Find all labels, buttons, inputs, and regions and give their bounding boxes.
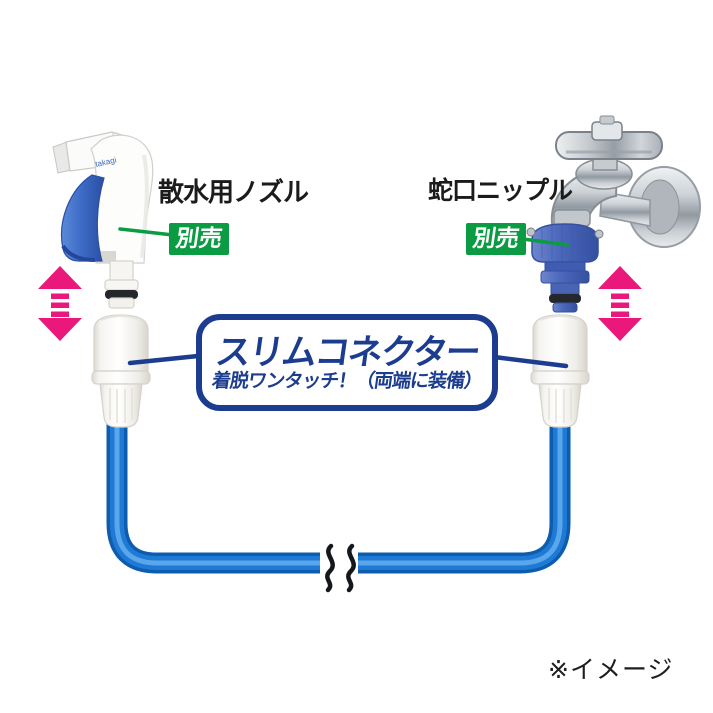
callout-box: スリムコネクター 着脱ワンタッチ！（両端に装備） — [196, 314, 498, 411]
hose-nipple-illustration — [526, 223, 604, 313]
sold-separately-tag-right-text: 別売 — [471, 225, 521, 251]
faucet-label: 蛇口ニップル — [428, 177, 573, 205]
faucet-illustration — [550, 115, 701, 248]
sold-separately-tag-left: 別売 — [169, 223, 229, 255]
slim-connector-right — [530, 314, 590, 428]
callout-pointer-right — [491, 354, 569, 369]
nozzle-quick-connect-plug — [104, 260, 139, 309]
callout-subtitle: 着脱ワンタッチ！（両端に装備） — [210, 370, 484, 392]
sold-separately-tag-left-text: 別売 — [174, 225, 224, 251]
tag-pointer-left — [118, 227, 175, 237]
detach-arrow-right-icon — [598, 266, 642, 341]
callout-title: スリムコネクター — [212, 332, 482, 372]
callout-pointer-left — [127, 353, 201, 366]
hose-break-icon — [325, 543, 356, 593]
image-note: ※イメージ — [548, 656, 674, 684]
nozzle-label: 散水用ノズル — [158, 177, 309, 207]
detach-arrow-left-icon — [38, 266, 82, 341]
slim-connector-left — [91, 314, 151, 428]
sold-separately-tag-right: 別売 — [466, 223, 526, 255]
hose — [106, 420, 571, 574]
tag-pointer-right — [521, 237, 570, 247]
